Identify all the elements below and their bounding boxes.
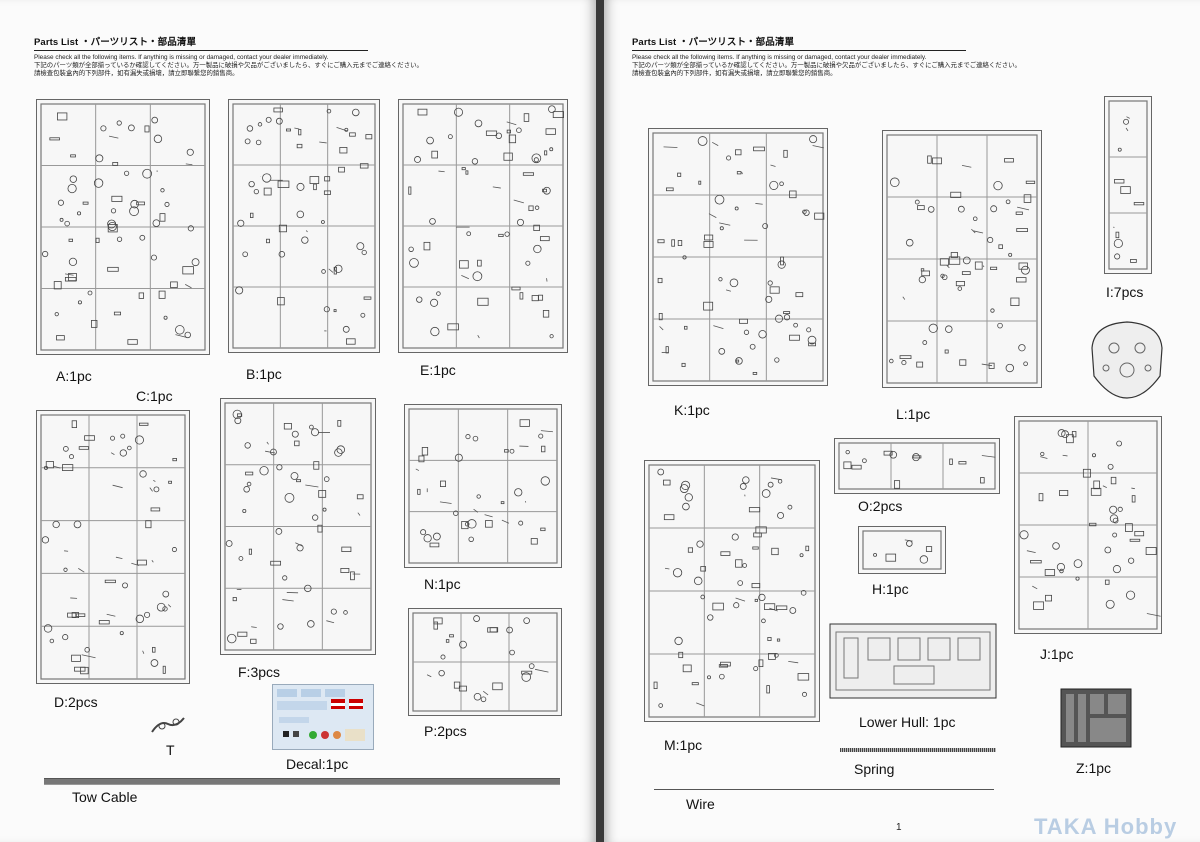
- sprue-p-drawing: [412, 612, 558, 712]
- sprue-j: [1014, 416, 1162, 634]
- sprue-a-c-drawing: [40, 103, 206, 351]
- sprue-k: [648, 128, 828, 386]
- sprue-h: [858, 526, 946, 574]
- label-o: O:2pcs: [858, 498, 903, 514]
- label-decal: Decal:1pc: [286, 756, 349, 772]
- watermark-logo: TAKA Hobby: [1034, 814, 1178, 839]
- sprue-d-drawing: [40, 414, 186, 680]
- parts-list-title: Parts List ・パーツリスト・部品清單: [34, 37, 197, 48]
- sprue-e-drawing: [402, 103, 564, 349]
- sprue-i: [1104, 96, 1152, 274]
- instruction-ja: 下記のパーツ類が全部揃っているか確認してください。万一製品に破損や欠品がございま…: [34, 62, 423, 69]
- decal-sheet: [272, 684, 374, 750]
- label-z: Z:1pc: [1076, 760, 1112, 776]
- sprue-k-drawing: [652, 132, 825, 382]
- label-m: M:1pc: [664, 737, 703, 753]
- sprue-h-drawing: [862, 530, 942, 570]
- sprue-i-drawing: [1108, 100, 1148, 270]
- right-page: Parts List ・パーツリスト・部品清單 Please check all…: [604, 0, 1200, 842]
- lower-hull-drawing: [828, 616, 998, 704]
- sprue-a-c: [36, 99, 210, 355]
- label-k: K:1pc: [674, 402, 710, 418]
- label-f: F:3pcs: [238, 664, 281, 680]
- sprue-f-drawing: [224, 402, 372, 651]
- part-turret-floor: [1084, 318, 1170, 402]
- label-i: I:7pcs: [1106, 284, 1144, 300]
- spring-drawing: [840, 748, 996, 752]
- label-l: L:1pc: [896, 406, 931, 422]
- sprue-e: [398, 99, 568, 353]
- label-p: P:2pcs: [424, 723, 467, 739]
- page-number: 1: [896, 822, 902, 833]
- label-wire: Wire: [686, 796, 715, 812]
- instruction-zh: 請檢查包裝盒內的下列部件，如有漏失或損壞，請立即聯繫您的銷售商。: [632, 70, 837, 77]
- sprue-b-drawing: [232, 103, 376, 349]
- sprue-m-drawing: [648, 464, 816, 718]
- wire-drawing: [654, 789, 994, 790]
- label-t: T: [166, 742, 175, 758]
- sprue-n-drawing: [408, 408, 558, 564]
- left-page: Parts List ・パーツリスト・部品清單 Please check all…: [0, 0, 596, 842]
- sprue-m: [644, 460, 820, 722]
- label-b: B:1pc: [246, 366, 282, 382]
- parts-list-header-left: Parts List ・パーツリスト・部品清單 Please check all…: [34, 34, 423, 78]
- label-lower-hull: Lower Hull: 1pc: [859, 714, 956, 730]
- sprue-l: [882, 130, 1042, 388]
- instruction-en: Please check all the following items. If…: [34, 54, 329, 61]
- sprue-o-drawing: [838, 442, 996, 490]
- parts-list-title: Parts List ・パーツリスト・部品清單: [632, 37, 795, 48]
- label-n: N:1pc: [424, 576, 461, 592]
- photo-etch-z: [1060, 688, 1132, 748]
- sprue-o: [834, 438, 1000, 494]
- decal-sheet-drawing: [277, 689, 365, 741]
- sprue-p: [408, 608, 562, 716]
- sprue-n: [404, 404, 562, 568]
- sprue-d: [36, 410, 190, 684]
- tow-cable-drawing: [44, 778, 560, 785]
- sprue-f: [220, 398, 376, 655]
- label-h: H:1pc: [872, 581, 909, 597]
- label-d: D:2pcs: [54, 694, 98, 710]
- label-c: C:1pc: [136, 388, 173, 404]
- parts-list-header-right: Parts List ・パーツリスト・部品清單 Please check all…: [632, 34, 1021, 78]
- label-j: J:1pc: [1040, 646, 1074, 662]
- header-rule: [34, 50, 368, 51]
- label-a: A:1pc: [56, 368, 92, 384]
- sprue-l-drawing: [886, 134, 1038, 384]
- instruction-en: Please check all the following items. If…: [632, 54, 927, 61]
- part-t-drawing: [150, 712, 190, 738]
- label-tow-cable: Tow Cable: [72, 789, 138, 805]
- instruction-ja: 下記のパーツ類が全部揃っているか確認してください。万一製品に破損や欠品がございま…: [632, 62, 1021, 69]
- header-rule: [632, 50, 966, 51]
- label-e: E:1pc: [420, 362, 456, 378]
- instruction-zh: 請檢查包裝盒內的下列部件，如有漏失或損壞，請立即聯繫您的銷售商。: [34, 70, 239, 77]
- label-spring: Spring: [854, 761, 895, 777]
- sprue-b: [228, 99, 380, 353]
- sprue-j-drawing: [1018, 420, 1161, 630]
